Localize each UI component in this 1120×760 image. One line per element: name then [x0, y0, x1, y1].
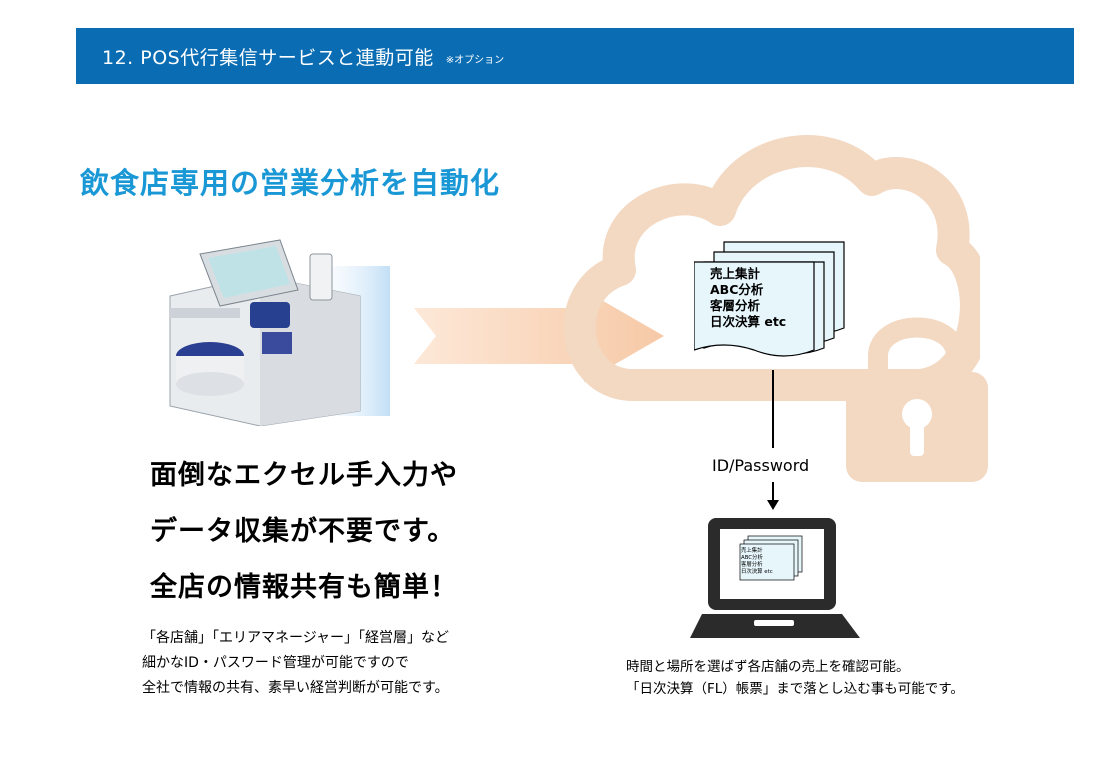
cloud-report-list: 売上集計 ABC分析 客層分析 日次決算 etc [710, 266, 786, 330]
laptop-report-list: 売上集計 ABC分析 客層分析 日次決算 etc [741, 548, 773, 576]
main-message-line: 面倒なエクセル手入力や [150, 460, 458, 491]
right-note-line: 時間と場所を選ばず各店舗の売上を確認可能。 [626, 659, 910, 675]
list-item: 日次決算 etc [710, 314, 787, 329]
list-item: 日次決算 etc [741, 569, 773, 575]
main-message-line: データ収集が不要です。 [150, 516, 456, 547]
document-stack-icon [694, 241, 845, 357]
left-note: 「各店舗」「エリアマネージャー」「経営層」など 細かなID・パスワード管理が可能… [142, 626, 449, 701]
headline: 飲食店専用の営業分析を自動化 [80, 166, 501, 200]
down-arrow-icon [767, 482, 779, 510]
main-message: 面倒なエクセル手入力や データ収集が不要です。 全店の情報共有も簡単！ [150, 448, 458, 616]
left-note-line: 細かなID・パスワード管理が可能ですので [142, 655, 409, 671]
list-item: 売上集計 [741, 548, 763, 554]
header-bar: 12. POS代行集信サービスと連動可能 ※オプション [76, 28, 1074, 84]
left-note-line: 全社で情報の共有、素早い経営判断が可能です。 [142, 680, 449, 696]
option-note: ※オプション [445, 54, 505, 66]
right-note: 時間と場所を選ばず各店舗の売上を確認可能。 「日次決算（FL）帳票」まで落とし込… [626, 656, 964, 700]
connector-line [772, 370, 774, 448]
page-title: 12. POS代行集信サービスと連動可能 [102, 46, 434, 69]
list-item: ABC分析 [710, 282, 764, 297]
laptop-icon [690, 518, 860, 638]
auth-label: ID/Password [712, 456, 810, 475]
list-item: 客層分析 [741, 562, 763, 568]
left-note-line: 「各店舗」「エリアマネージャー」「経営層」など [142, 630, 450, 646]
main-message-line: 全店の情報共有も簡単！ [150, 572, 458, 603]
list-item: 売上集計 [710, 266, 761, 281]
list-item: 客層分析 [710, 298, 761, 313]
lock-icon [846, 317, 988, 482]
right-note-line: 「日次決算（FL）帳票」まで落とし込む事も可能です。 [626, 681, 964, 697]
list-item: ABC分析 [741, 555, 763, 561]
cloud-icon [563, 135, 980, 401]
pos-terminal-image [169, 239, 390, 426]
